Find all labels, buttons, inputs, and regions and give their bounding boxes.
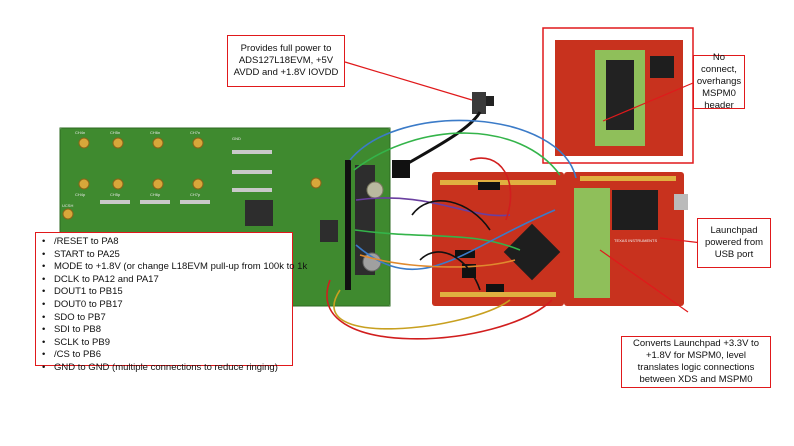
xds-launchpad-board (564, 172, 688, 306)
converts-callout: Converts Launchpad +3.3V to +1.8V for MS… (621, 336, 771, 388)
ti-brand-label: TEXAS INSTRUMENTS (614, 238, 658, 243)
channel-label: CH7p (190, 192, 201, 197)
connection-item: DOUT1 to PB15 (42, 286, 286, 299)
connection-item: MODE to +1.8V (or change L18EVM pull-up … (42, 261, 307, 274)
channel-label: CH4p (75, 192, 86, 197)
channel-label: CH5p (110, 192, 121, 197)
launchpad-power-callout: Launchpad powered from USB port (697, 218, 771, 268)
pin-connection-list: /RESET to PA8 START to PA25 MODE to +1.8… (35, 232, 307, 374)
channel-label: CH7n (190, 130, 201, 135)
connection-item: DCLK to PA12 and PA17 (42, 274, 286, 287)
converts-callout-text: Converts Launchpad +3.3V to +1.8V for MS… (633, 338, 759, 385)
jumper-wires (326, 119, 577, 340)
connection-item: DOUT0 to PB17 (42, 299, 286, 312)
power-callout-text: Provides full power to ADS127L18EVM, +5V… (233, 43, 339, 78)
noconnect-callout-text: No connect, overhangs MSPM0 header (696, 52, 742, 111)
power-callout: Provides full power to ADS127L18EVM, +5V… (227, 35, 345, 87)
channel-label: CH5n (110, 130, 121, 135)
connection-item: SDI to PB8 (42, 324, 286, 337)
gnd-label: GND (232, 136, 241, 141)
launchpad-power-callout-text: Launchpad powered from USB port (704, 225, 764, 260)
channel-label: CH4n (75, 130, 86, 135)
inset-launchpad-photo (542, 27, 694, 164)
connection-item: SDO to PB7 (42, 312, 286, 325)
callout-leaders (344, 61, 703, 313)
channel-label: CH6p (150, 192, 161, 197)
mspm0-launchpad-board (432, 172, 564, 306)
connection-item: START to PA25 (42, 249, 286, 262)
noconnect-callout: No connect, overhangs MSPM0 header (693, 52, 745, 111)
channel-label: CH6n (150, 130, 161, 135)
connection-item: /CS to PB6 (42, 349, 286, 362)
connection-item: GND to GND (multiple connections to redu… (42, 362, 286, 375)
power-adapter (392, 92, 494, 178)
connection-item: SCLK to PB9 (42, 337, 286, 350)
ucsh-label: UCSH (62, 203, 74, 208)
connection-item: /RESET to PA8 (42, 236, 286, 249)
